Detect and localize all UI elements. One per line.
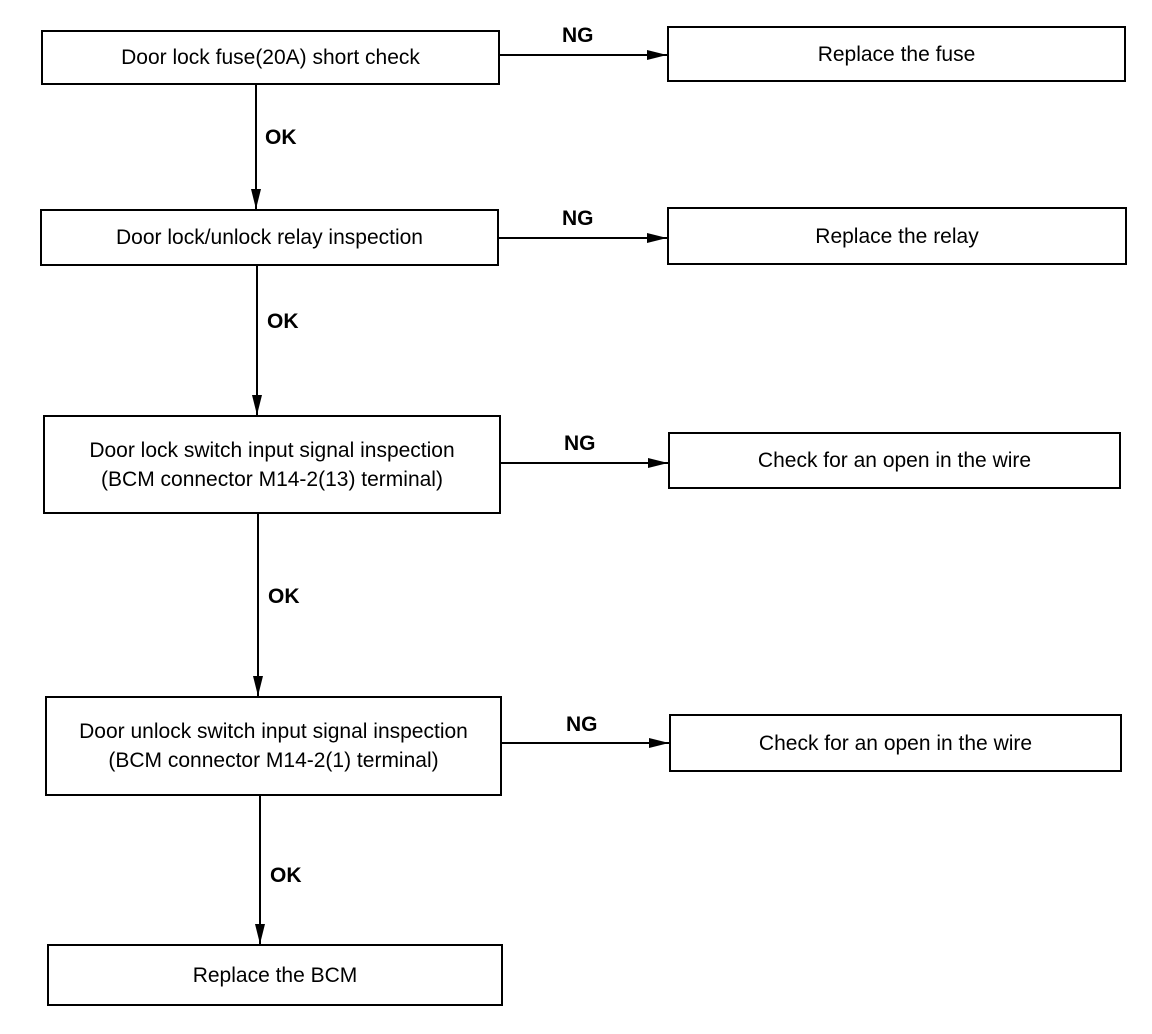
action-check-open-wire-2: Check for an open in the wire — [669, 714, 1122, 772]
ng-label-4: NG — [566, 713, 598, 736]
step-replace-bcm-text: Replace the BCM — [192, 963, 358, 987]
step-lock-switch-line-1: Door lock switch input signal inspection — [89, 438, 455, 462]
step-replace-bcm: Replace the BCM — [47, 944, 503, 1006]
action-replace-fuse-text: Replace the fuse — [817, 42, 976, 66]
action-check-open-wire-1: Check for an open in the wire — [668, 432, 1121, 489]
step-fuse-check: Door lock fuse(20A) short check — [41, 30, 500, 85]
action-replace-relay: Replace the relay — [667, 207, 1127, 265]
step-relay-inspection-text: Door lock/unlock relay inspection — [116, 226, 423, 249]
ng-label-3: NG — [564, 432, 596, 455]
ok-label-4: OK — [270, 864, 302, 887]
ng-label-1: NG — [562, 24, 594, 47]
action-replace-relay-text: Replace the relay — [815, 224, 979, 248]
action-check-open-wire-1-text: Check for an open in the wire — [757, 449, 1032, 472]
step-unlock-switch-line-2: (BCM connector M14-2(1) terminal) — [108, 749, 439, 772]
step-unlock-switch-inspection: Door unlock switch input signal inspecti… — [45, 696, 502, 796]
step-lock-switch-inspection: Door lock switch input signal inspection… — [43, 415, 501, 514]
action-replace-fuse: Replace the fuse — [667, 26, 1126, 82]
ok-label-2: OK — [267, 310, 299, 333]
step-unlock-switch-line-1: Door unlock switch input signal inspecti… — [79, 720, 468, 743]
ok-label-1: OK — [265, 126, 297, 149]
step-relay-inspection: Door lock/unlock relay inspection — [40, 209, 499, 266]
action-check-open-wire-2-text: Check for an open in the wire — [758, 731, 1033, 755]
ng-label-2: NG — [562, 207, 594, 230]
step-fuse-check-text: Door lock fuse(20A) short check — [121, 46, 420, 69]
step-lock-switch-line-2: (BCM connector M14-2(13) terminal) — [101, 467, 443, 491]
ok-label-3: OK — [268, 585, 300, 608]
